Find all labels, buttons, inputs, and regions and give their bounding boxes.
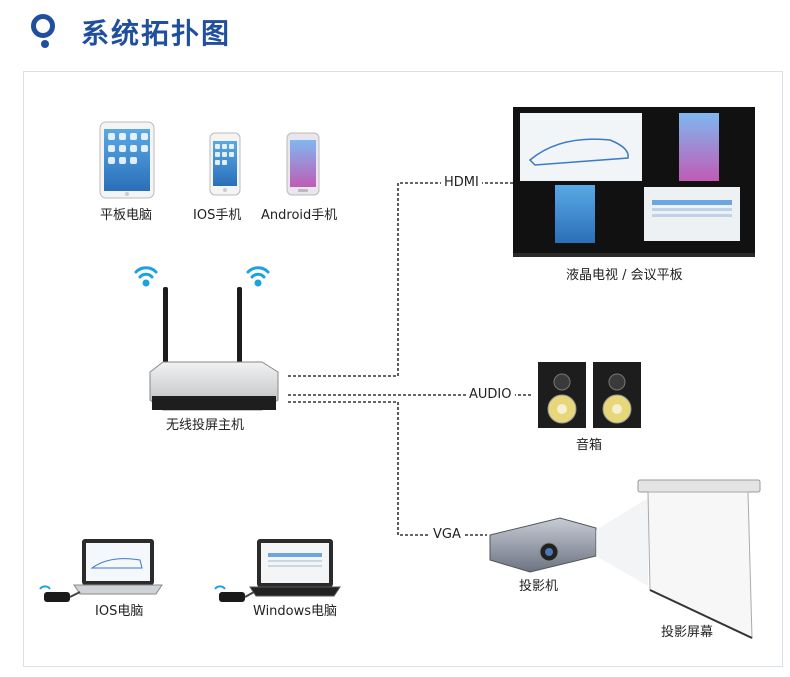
connection-lines	[288, 182, 533, 536]
projection-screen-icon	[637, 479, 761, 639]
windows-laptop-icon	[249, 539, 341, 597]
title-circle-icon	[31, 14, 55, 38]
projection-beam	[596, 498, 648, 586]
audio-label: AUDIO	[466, 387, 515, 403]
projector-label: 投影机	[519, 579, 559, 594]
windows-pc-label: Windows电脑	[253, 604, 338, 619]
page-title: 系统拓扑图	[81, 17, 232, 50]
android-phone-icon	[286, 132, 320, 196]
tv-icon	[513, 107, 755, 257]
hdmi-label: HDMI	[441, 175, 482, 191]
ios-pc-label: IOS电脑	[95, 604, 144, 619]
ios-phone-label: IOS手机	[193, 208, 242, 223]
wifi-icon-left	[134, 266, 158, 287]
ios-phone-icon	[209, 132, 241, 196]
vga-link	[288, 401, 487, 536]
ios-laptop-icon	[73, 539, 163, 595]
host-label: 无线投屏主机	[166, 418, 245, 433]
usb-dongle-icon-right	[214, 585, 255, 602]
tablet-icon	[99, 121, 155, 199]
wifi-icon-right	[246, 266, 270, 287]
vga-label: VGA	[430, 527, 464, 543]
tv-label: 液晶电视 / 会议平板	[566, 268, 683, 283]
speaker-icon-right	[593, 362, 641, 428]
title-dot-icon	[41, 40, 49, 48]
usb-dongle-icon-left	[39, 585, 81, 602]
speaker-label: 音箱	[576, 438, 603, 453]
wireless-host-icon	[149, 287, 279, 411]
android-phone-label: Android手机	[261, 208, 338, 223]
screen-label: 投影屏幕	[661, 625, 714, 640]
tablet-label: 平板电脑	[100, 208, 153, 223]
speaker-icon-left	[538, 362, 586, 428]
projector-icon	[489, 517, 597, 573]
